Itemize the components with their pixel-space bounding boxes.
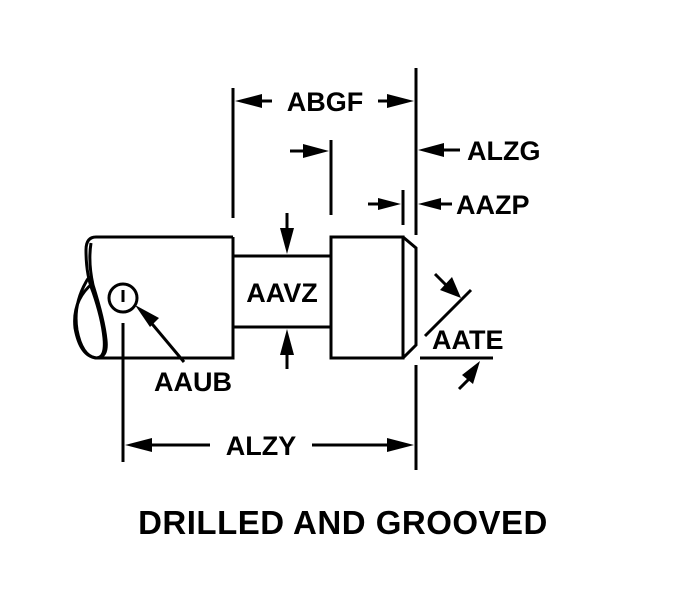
dimension-aazp: AAZP (368, 190, 530, 220)
break-line (73, 242, 108, 360)
shank-body (74, 235, 235, 360)
arrowhead-left (418, 143, 444, 157)
dimension-groove-arrow (290, 144, 329, 158)
arrowhead-lower (462, 361, 480, 384)
dimension-aate: AATE (420, 272, 504, 391)
arrowhead-right (387, 438, 414, 452)
label-abgf: ABGF (287, 87, 364, 117)
arrowhead-down (280, 228, 294, 254)
label-alzy: ALZY (226, 431, 297, 461)
arrowhead-up (280, 329, 294, 355)
label-aaub: AAUB (154, 367, 232, 397)
arrowhead-upper (440, 277, 461, 298)
dimension-alzg: ALZG (418, 136, 541, 166)
arrowhead-left (418, 198, 441, 210)
label-aavz: AAVZ (246, 278, 318, 308)
dimension-aaub: AAUB (135, 305, 232, 397)
arrowhead-right (387, 94, 414, 108)
dimension-alzy: ALZY (125, 431, 414, 461)
arrowhead-left (235, 94, 262, 108)
groove-neck (233, 254, 331, 329)
head (329, 235, 405, 360)
drilled-hole (107, 282, 139, 314)
arrowhead-left (125, 438, 152, 452)
dimension-abgf: ABGF (235, 87, 414, 117)
chamfer (401, 235, 418, 360)
part-outline (73, 235, 418, 360)
label-aazp: AAZP (456, 190, 530, 220)
label-aate: AATE (432, 325, 504, 355)
label-alzg: ALZG (467, 136, 541, 166)
extension-lines (121, 68, 418, 470)
dimension-aavz: AAVZ (246, 213, 318, 369)
arrowhead-right (303, 144, 329, 158)
arrowhead (135, 305, 159, 327)
arrowhead-right (378, 198, 401, 210)
diagram-title: DRILLED AND GROOVED (138, 504, 548, 541)
